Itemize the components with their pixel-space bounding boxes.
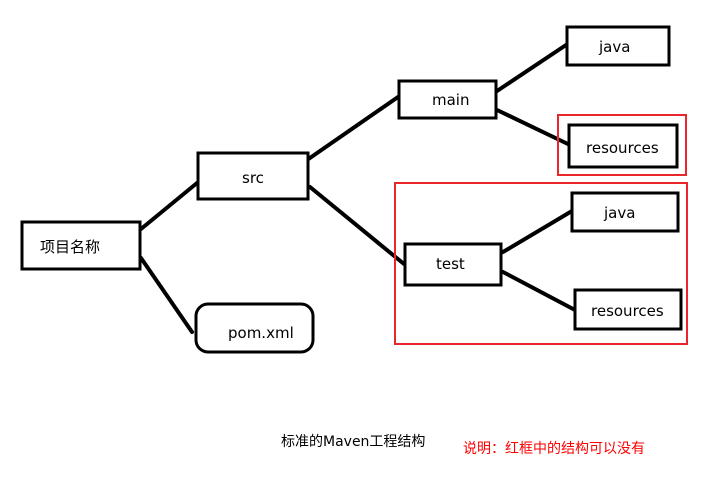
node-label-test-resources: resources [591,302,664,320]
node-box-project [20,220,142,271]
node-box-main [397,79,498,120]
node-label-test-java: java [603,204,635,222]
node-box-test-java [570,191,680,233]
edge-test-resources [501,270,577,312]
diagram-note: 说明：红框中的结构可以没有 [463,441,645,457]
edge-main-java [495,43,568,93]
edge-src-main [305,95,400,162]
node-label-project: 项目名称 [40,238,100,256]
node-box-test-resources [573,288,683,331]
node-box-pom [194,302,315,354]
node-label-main-resources: resources [586,139,659,157]
node-label-main-java: java [598,38,630,56]
node-label-src: src [242,169,264,187]
node-box-main-resources [567,123,679,169]
edge-project-pom [139,256,194,334]
node-label-test: test [436,255,465,273]
node-box-test [403,242,503,287]
highlight-frame-main-resources [557,114,687,176]
connectors [139,43,577,334]
node-box-src [196,151,310,201]
edge-src-test [308,185,406,266]
node-box-main-java [565,25,671,67]
node-label-pom: pom.xml [228,324,294,342]
highlight-frame-test [394,182,688,345]
edge-test-java [501,209,574,254]
node-label-main: main [432,91,469,109]
diagram-caption: 标准的Maven工程结构 [281,434,426,450]
edge-project-src [139,181,199,231]
